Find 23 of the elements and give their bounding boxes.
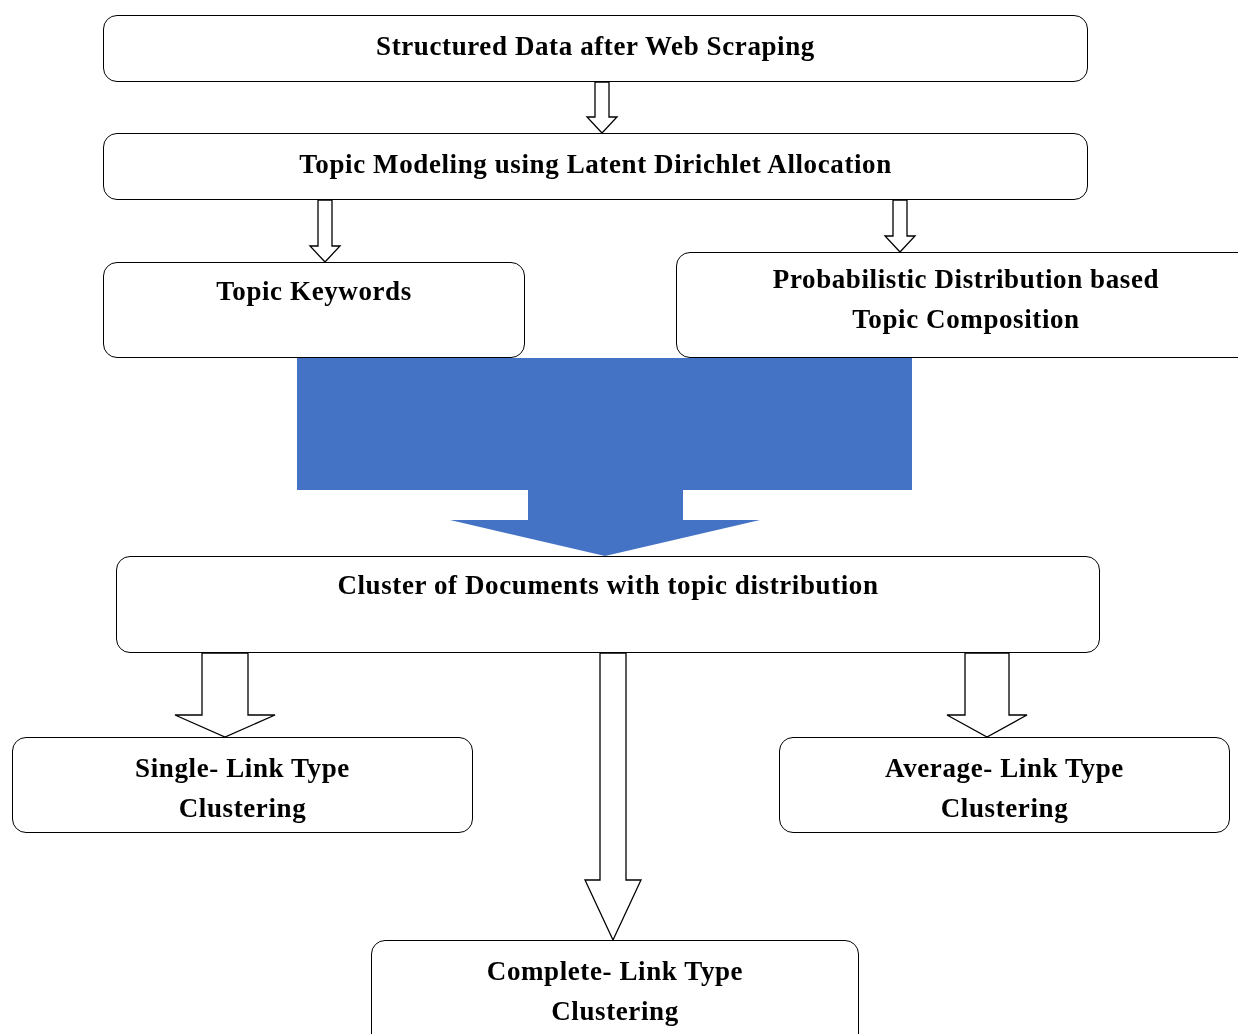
process-box xyxy=(779,737,1230,833)
process-box xyxy=(116,556,1100,653)
box-label: Single- Link Type Clustering xyxy=(134,752,351,825)
process-box xyxy=(103,133,1088,200)
box-label: Complete- Link Type Clustering xyxy=(485,955,745,1028)
box-label: Cluster of Documents with topic distribution xyxy=(337,569,879,602)
process-box xyxy=(103,262,525,358)
block-arrow xyxy=(174,652,276,738)
block-arrow xyxy=(308,199,342,263)
process-box xyxy=(103,15,1088,82)
box-label: Topic Modeling using Latent Dirichlet Allocation xyxy=(299,148,892,181)
block-arrow xyxy=(585,81,619,134)
box-label: Probabilistic Distribution based Topic Composition xyxy=(771,263,1161,336)
process-box xyxy=(371,940,859,1034)
block-arrow xyxy=(583,652,643,942)
process-box xyxy=(676,252,1238,358)
box-label: Structured Data after Web Scraping xyxy=(376,30,815,63)
block-arrow xyxy=(297,358,912,556)
block-arrow xyxy=(946,652,1028,738)
box-label: Average- Link Type Clustering xyxy=(884,752,1125,825)
box-label: Topic Keywords xyxy=(216,275,412,308)
process-box xyxy=(12,737,473,833)
block-arrow xyxy=(883,199,917,253)
